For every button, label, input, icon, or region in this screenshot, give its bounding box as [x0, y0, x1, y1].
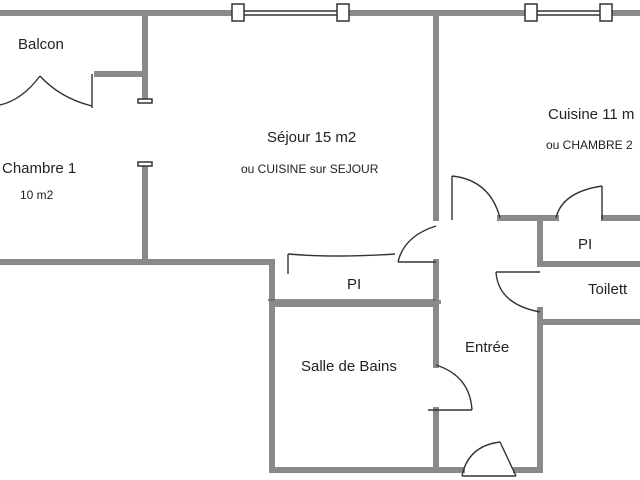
door-balcon-right	[39, 75, 93, 107]
room-label-placard2: PI	[578, 236, 593, 253]
door-cuisine-arc	[451, 175, 501, 219]
room-label-placard1: PI	[347, 276, 362, 293]
door-bains-arc	[435, 364, 473, 411]
window-sejour-frame-left	[231, 3, 245, 22]
room-note-sejour: ou CUISINE sur SEJOUR	[241, 162, 379, 176]
window-cuisine-frame-right	[599, 3, 613, 22]
room-label-salle-de-bains: Salle de Bains	[301, 358, 397, 375]
windows	[231, 3, 613, 22]
jamb-chambre-lower	[137, 161, 153, 167]
door-placard2-arc	[555, 185, 603, 219]
room-label-balcon: Balcon	[18, 36, 64, 53]
window-sejour-frame-right	[336, 3, 350, 22]
room-area-chambre1: 10 m2	[20, 188, 54, 202]
window-cuisine-frame-left	[524, 3, 538, 22]
door-placard1-arc	[287, 253, 396, 257]
door-front-jamb	[499, 441, 517, 477]
room-note-cuisine: ou CHAMBRE 2	[546, 138, 633, 152]
door-jambs	[137, 98, 153, 167]
thin-walls	[268, 299, 441, 304]
walls	[0, 10, 640, 473]
doors	[0, 74, 603, 477]
room-label-entree: Entrée	[465, 339, 510, 356]
door-balcon-left	[0, 75, 41, 106]
room-label-cuisine: Cuisine 11 m	[548, 106, 635, 123]
room-label-toilettes: Toilett	[588, 281, 628, 298]
room-label-sejour: Séjour 15 m2	[267, 129, 357, 146]
door-front-arc	[461, 441, 501, 477]
door-toilettes-arc	[495, 271, 541, 313]
room-label-chambre1: Chambre 1	[2, 160, 77, 177]
jamb-chambre-upper	[137, 98, 153, 104]
door-entree-sejour	[397, 225, 437, 263]
